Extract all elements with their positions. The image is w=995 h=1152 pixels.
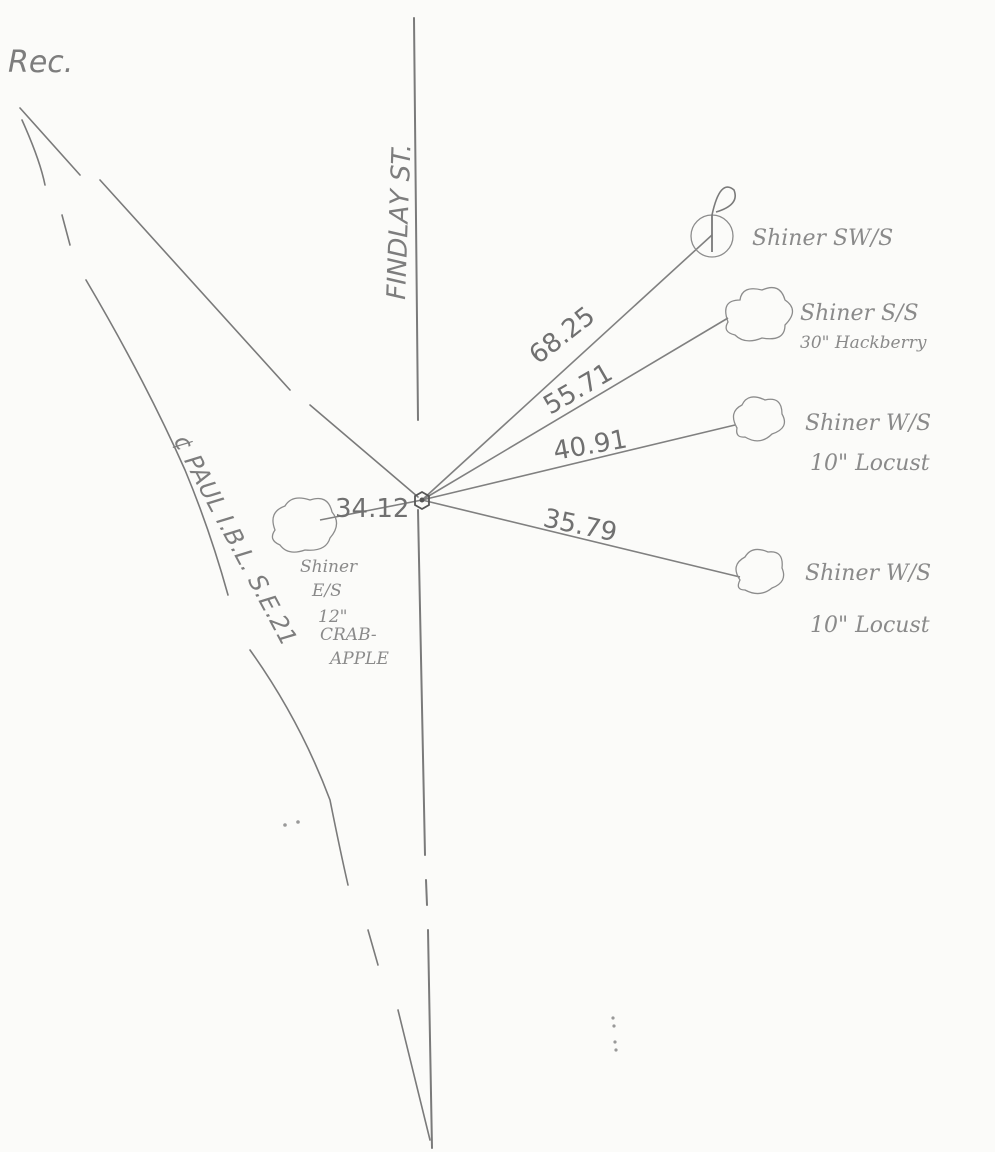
- tie-extra: CRAB-: [320, 625, 377, 645]
- tie-lines: [319, 234, 741, 578]
- rec-line: [19, 107, 419, 498]
- tie-title: Shiner S/S: [800, 301, 919, 326]
- distance-label: 55.71: [539, 358, 618, 421]
- pole-icon: [690, 186, 736, 258]
- stray-marks: [283, 820, 618, 1052]
- tie-detail: 30" Hackberry: [800, 333, 927, 353]
- tie-title: Shiner: [300, 557, 358, 577]
- tie-extra: 12": [318, 607, 347, 627]
- road-curves: [21, 119, 379, 966]
- tie-detail: E/S: [311, 581, 342, 601]
- distance-label: 68.25: [524, 301, 601, 370]
- tie-title: Shiner W/S: [805, 411, 931, 436]
- street-name: FINDLAY ST.: [382, 143, 417, 300]
- tie-detail: 10" Locust: [810, 451, 930, 476]
- tree-icon-locust-2: [735, 548, 785, 595]
- tie-title: Shiner W/S: [805, 561, 931, 586]
- survey-point-marker: [414, 490, 430, 511]
- tree-icon-crabapple: [271, 497, 338, 553]
- tie-detail: 10" Locust: [810, 613, 930, 638]
- tree-icon-locust-1: [732, 396, 786, 442]
- street-line: [397, 17, 433, 1149]
- distance-label: 40.91: [551, 424, 630, 466]
- tree-icon-hackberry: [725, 286, 794, 342]
- tie-title: Shiner SW/S: [752, 226, 893, 251]
- tie-extra: APPLE: [328, 649, 389, 669]
- distance-label: 35.79: [541, 504, 620, 549]
- centerline-label: ¢ PAUL I.B.L. S.E.21: [168, 430, 303, 650]
- distance-label: 34.12: [335, 494, 409, 524]
- rec-label: Rec.: [8, 45, 73, 80]
